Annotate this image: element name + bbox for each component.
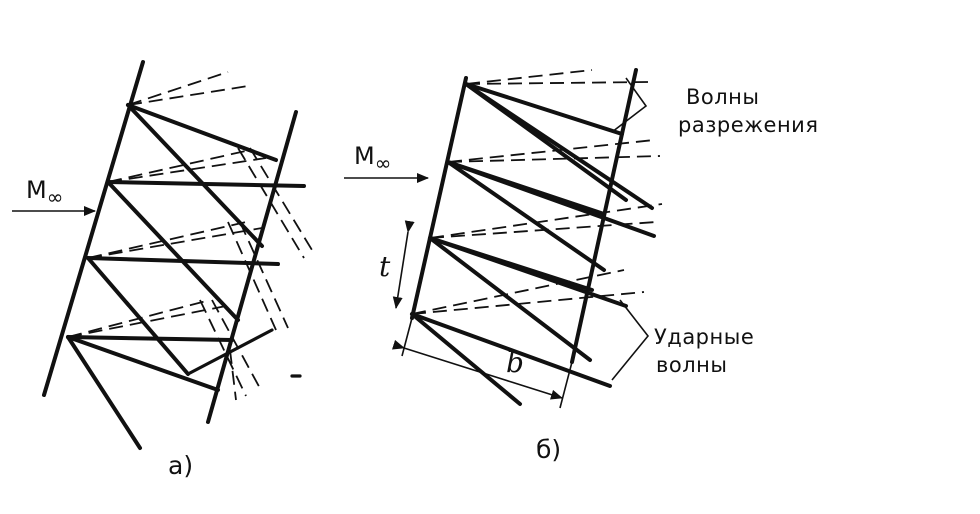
leading-edge-line-a [42,60,145,397]
wave-dash-a-5 [87,221,247,259]
blade-upper-a-5 [66,335,220,392]
blade-lower-b-4 [464,82,628,202]
blade-upper-a-1 [126,103,278,162]
wave-dash-a-4 [107,157,267,183]
rarefaction-label-1: Волны [686,85,760,109]
wave-dash-a-9 [237,147,305,259]
caption-b: б) [536,435,561,464]
blade-lower-b-3 [410,312,522,406]
wave-dash-a-2 [127,85,249,106]
wave-dash-a-15 [229,349,237,401]
blade-upper-a-4 [66,335,234,342]
wave-dash-b-4 [447,155,661,163]
wave-dash-b-1 [465,69,593,85]
wave-dash-b-5 [429,203,663,239]
blade-a-4 [66,335,142,450]
leading-edge-line-b [410,76,468,320]
figure-a: M∞ a) [12,60,313,480]
wave-dash-b-6 [429,221,657,239]
wave-dash-b-8 [411,291,645,315]
chord-ext-line-2 [559,361,573,409]
rarefaction-label-2: разрежения [678,113,818,137]
trailing-edge-dash-b [571,69,637,363]
wave-dash-a-3 [107,149,251,183]
figure-b: M∞ t b Волны [344,68,818,464]
rarefaction-leader [611,77,648,133]
mach-label-a: M∞ [26,176,63,209]
trailing-edge-line-a [206,110,298,424]
wave-dash-a-1 [127,71,229,106]
blade-chord-b-2 [446,160,606,216]
blade-upper-a-2 [106,180,306,188]
blade-chord-b-1 [464,82,624,136]
wave-dash-b-2 [465,81,649,85]
shock-label-1: Ударные [654,325,754,349]
blade-a-3 [86,256,190,376]
chord-dim-line [392,339,563,400]
pitch-symbol: t [379,250,391,283]
blade-a-2 [106,180,240,322]
wave-dash-a-13 [199,299,247,397]
pitch-dim-line [392,220,415,309]
wave-dash-a-12 [239,221,289,329]
wave-dash-a-7 [67,299,211,338]
chord-symbol: b [506,346,524,379]
shock-leader [611,299,650,381]
wave-dash-b-7 [411,269,625,315]
blade-lower-b-2 [428,236,592,362]
shock-label-2: волны [656,353,727,377]
wave-dash-a-8 [67,305,227,338]
caption-a: a) [168,451,193,480]
blade-lower-b-1 [446,160,606,272]
wave-dash-a-14 [211,299,263,393]
mach-label-b: M∞ [354,142,391,175]
